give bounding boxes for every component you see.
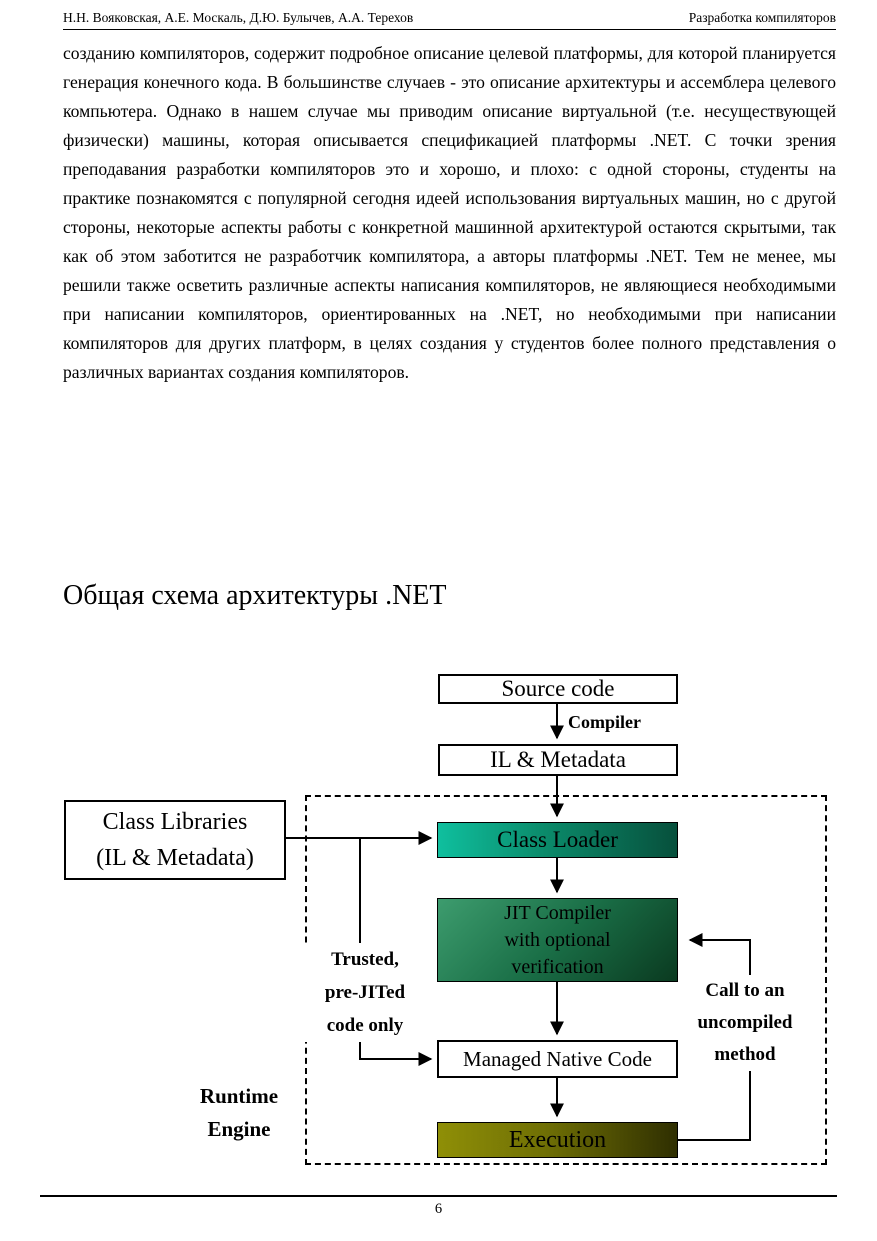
body-paragraph: созданию компиляторов, содержит подробно…: [63, 43, 836, 382]
compiler-arrow-label: Compiler: [568, 712, 641, 732]
source-code-box: Source code: [438, 674, 678, 704]
call-uncompiled-method-label: Call to an uncompiled method: [685, 975, 805, 1071]
trusted-code-label: Trusted, pre-JITed code only: [300, 943, 430, 1042]
execution-box: Execution: [437, 1122, 678, 1158]
managed-native-code-box: Managed Native Code: [437, 1040, 678, 1078]
runtime-engine-label: Runtime Engine: [199, 1084, 279, 1141]
footer-rule: [40, 1195, 837, 1197]
header-book-title: Разработка компиляторов: [688, 10, 836, 25]
section-heading: Общая схема архитектуры .NET: [63, 580, 447, 611]
class-libraries-box: Class Libraries (IL & Metadata): [64, 800, 286, 880]
net-architecture-diagram: Source code Compiler IL & Metadata Class…: [0, 660, 877, 1172]
page-header: Н.Н. Вояковская, А.Е. Москаль, Д.Ю. Булы…: [63, 10, 836, 26]
page-number: 6: [434, 1201, 443, 1217]
jit-compiler-box: JIT Compiler with optional verification: [437, 898, 678, 982]
header-authors: Н.Н. Вояковская, А.Е. Москаль, Д.Ю. Булы…: [63, 10, 414, 25]
header-rule: [63, 29, 836, 30]
class-loader-box: Class Loader: [437, 822, 678, 858]
il-metadata-box: IL & Metadata: [438, 744, 678, 776]
